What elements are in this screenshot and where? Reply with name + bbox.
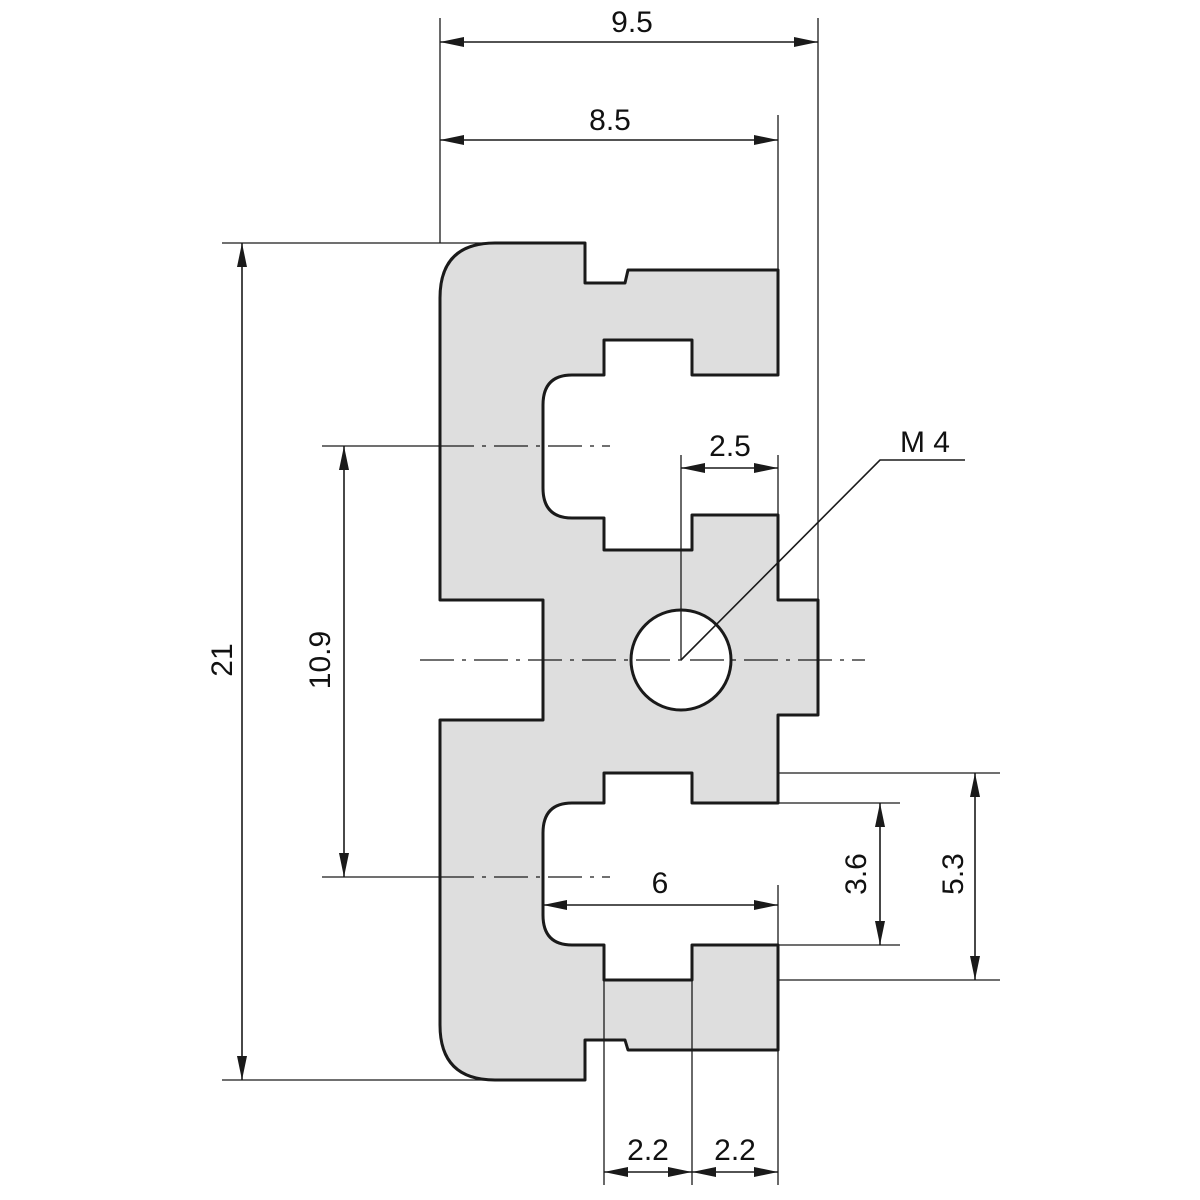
- label-slot-depth: 6: [652, 867, 669, 900]
- label-overall-height: 21: [206, 643, 239, 676]
- label-slot-outer-width: 5.3: [937, 853, 970, 895]
- label-thread: M 4: [900, 426, 950, 459]
- label-overall-width: 9.5: [611, 6, 653, 39]
- profile-outline: [438, 241, 820, 1082]
- label-offset: 2.5: [709, 430, 751, 463]
- thread-leader-line: [680, 459, 965, 661]
- label-body-width: 8.5: [589, 104, 631, 137]
- label-bottom-left-width: 2.2: [627, 1134, 669, 1167]
- label-slot-inner-width: 3.6: [840, 853, 873, 895]
- label-slot-pitch: 10.9: [304, 631, 337, 689]
- label-bottom-right-width: 2.2: [714, 1134, 756, 1167]
